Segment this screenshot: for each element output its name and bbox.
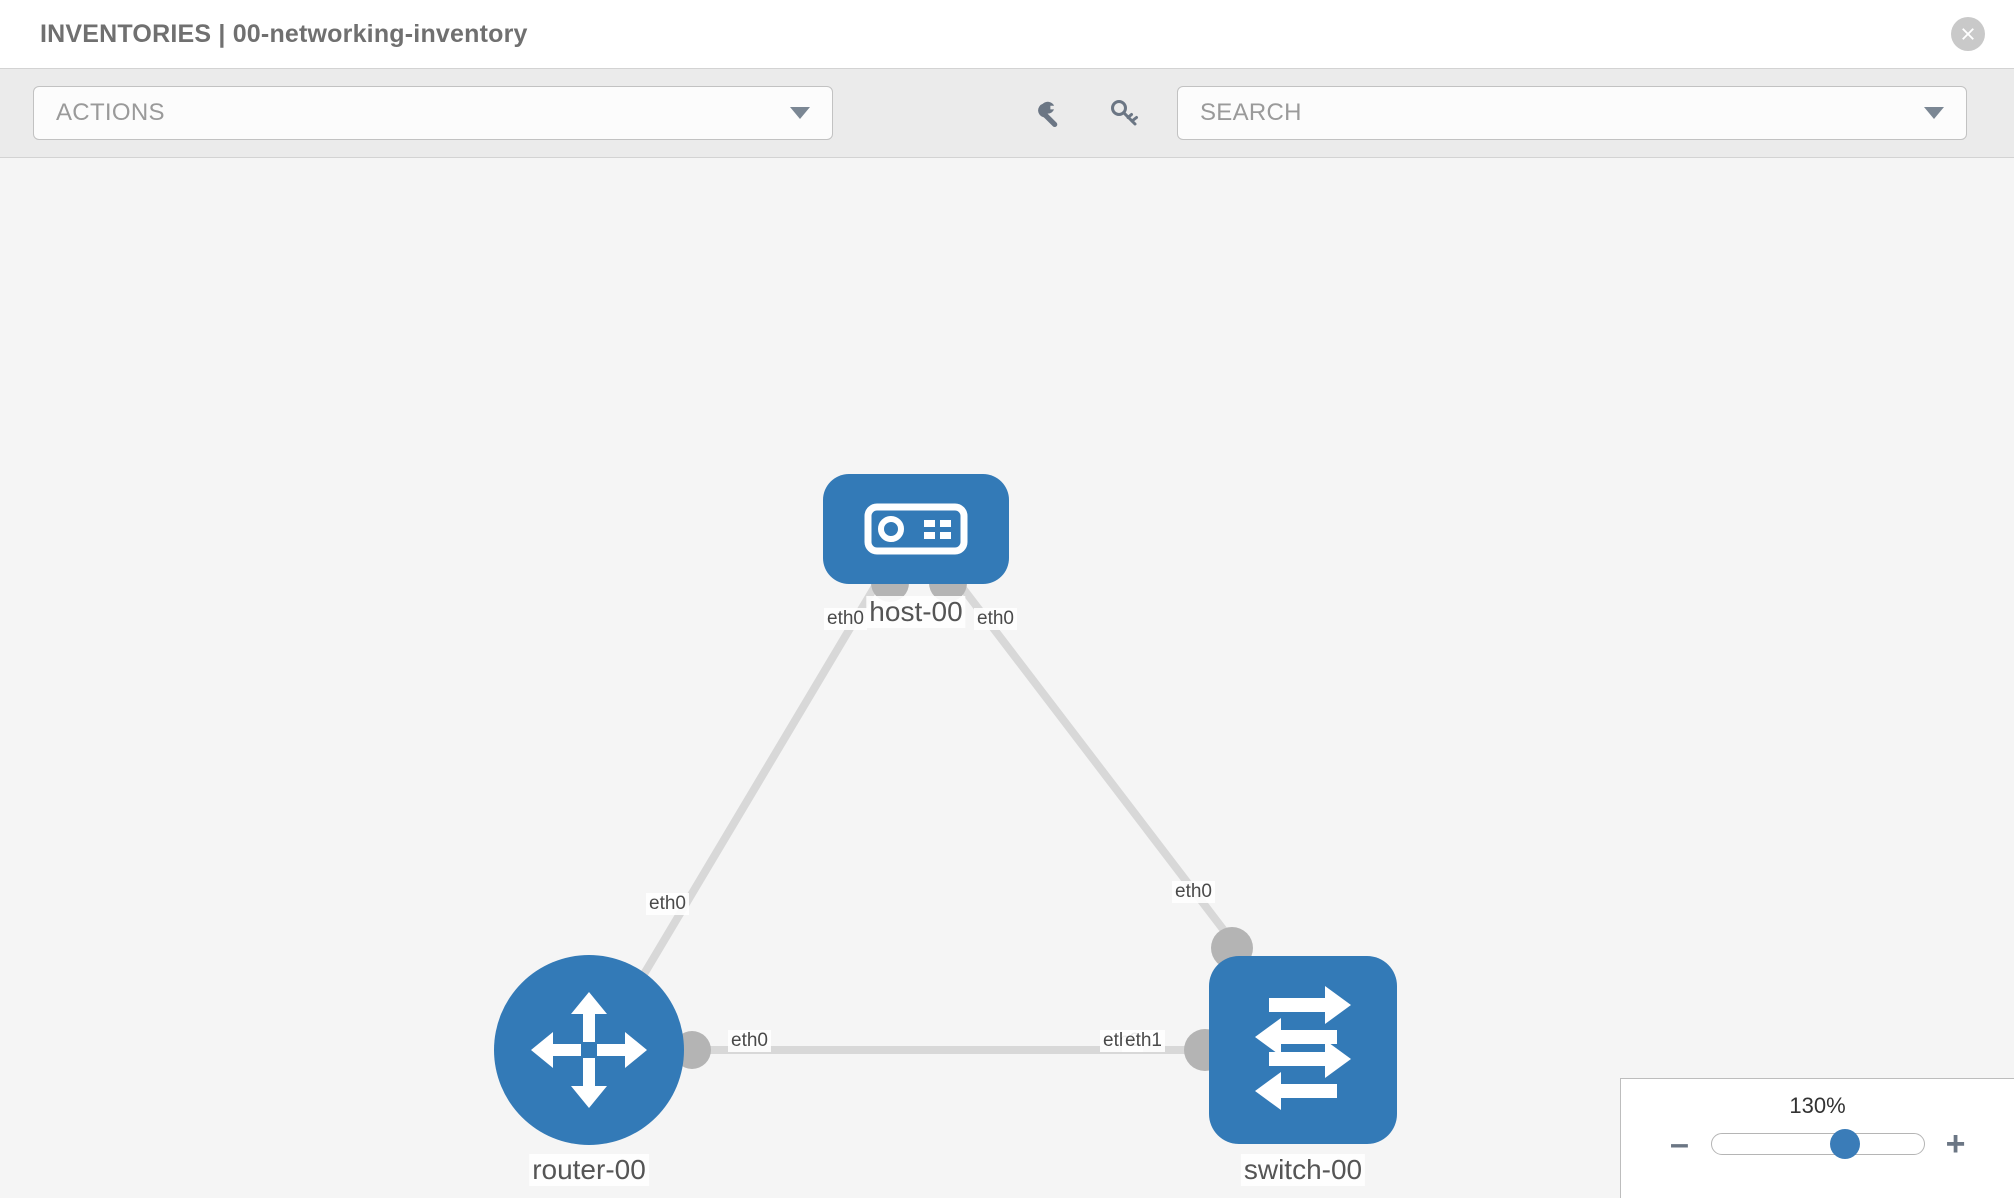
search-input[interactable]	[1200, 99, 1944, 127]
node-label-host-00: host-00	[866, 596, 966, 628]
node-router-00[interactable]	[494, 955, 684, 1145]
node-label-router-00: router-00	[529, 1154, 649, 1186]
wrench-icon[interactable]	[1033, 94, 1071, 132]
node-label-switch-00: switch-00	[1240, 1154, 1366, 1186]
zoom-slider-thumb[interactable]	[1830, 1129, 1861, 1159]
actions-dropdown-label: ACTIONS	[56, 99, 165, 126]
topology-edges	[621, 574, 1249, 1054]
edge-label-router-uplink: eth0	[646, 893, 689, 915]
close-icon[interactable]	[1951, 17, 1985, 51]
topology-graph	[494, 474, 1397, 1145]
edge-host-router	[621, 574, 884, 1010]
chevron-down-icon	[790, 107, 810, 119]
toolbar: ACTIONS	[0, 68, 2014, 158]
zoom-control: 130% – +	[1620, 1078, 2014, 1198]
key-icon[interactable]	[1105, 94, 1143, 132]
node-host-00[interactable]	[823, 474, 1009, 584]
actions-dropdown[interactable]: ACTIONS	[33, 86, 833, 140]
page-header: INVENTORIES | 00-networking-inventory	[0, 0, 2014, 68]
zoom-slider-track[interactable]	[1710, 1129, 1925, 1159]
zoom-out-button[interactable]: –	[1670, 1125, 1689, 1163]
edge-label-switch-eth1: eth1	[1122, 1030, 1165, 1052]
zoom-percent-label: 130%	[1789, 1093, 1846, 1118]
zoom-slider-row: – +	[1621, 1127, 2014, 1161]
topology-connector-nubs	[673, 564, 1253, 1071]
edge-label-host-left: eth0	[824, 608, 867, 630]
page-title: INVENTORIES | 00-networking-inventory	[40, 19, 528, 48]
node-switch-00[interactable]	[1209, 956, 1397, 1144]
edge-label-switch-uplink: eth0	[1172, 881, 1215, 903]
toolbar-icon-group	[1033, 94, 1143, 132]
search-chevron-down-icon[interactable]	[1924, 107, 1944, 119]
topology-canvas[interactable]: host-00 router-00 switch-00 eth0 eth0 et…	[0, 158, 2014, 1198]
zoom-in-button[interactable]: +	[1945, 1125, 1966, 1163]
edge-label-router-eth0: eth0	[728, 1030, 771, 1052]
edge-label-host-right: eth0	[974, 608, 1017, 630]
search-field[interactable]	[1177, 86, 1967, 140]
